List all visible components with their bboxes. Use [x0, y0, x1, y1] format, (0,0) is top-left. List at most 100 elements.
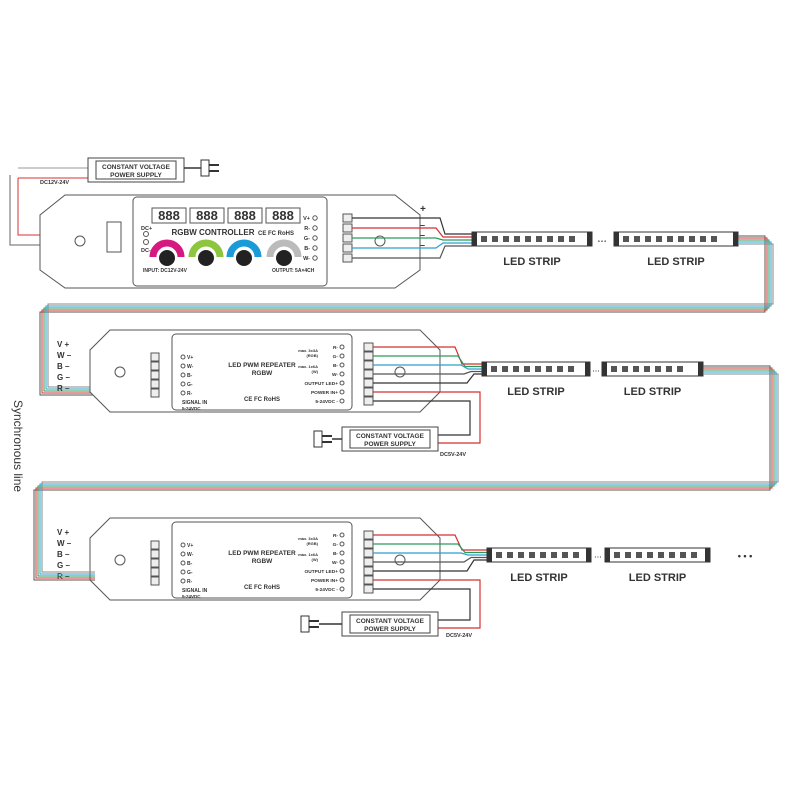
screw-terminal: [342, 233, 353, 243]
screw-terminal: [150, 540, 160, 550]
wire-label: G –: [57, 561, 70, 570]
power-supply-box: [341, 611, 439, 637]
led-chip: [551, 552, 557, 558]
mount-hole: [114, 366, 126, 378]
led-chip: [669, 552, 675, 558]
controller-title: RGBW CONTROLLER: [171, 228, 254, 237]
screw-terminal: [363, 396, 374, 406]
terminal: [180, 372, 186, 378]
input-terminal-label: W-: [187, 364, 194, 370]
plus-sign: +: [420, 204, 426, 215]
led-chip: [691, 552, 697, 558]
screw-terminal: [342, 253, 353, 263]
rating-label: max. 1x6A: [298, 364, 318, 369]
led-chip: [677, 366, 683, 372]
led-strip: [613, 231, 739, 247]
rating-label: max. 1x6A: [298, 552, 318, 557]
led-display: [189, 207, 225, 224]
input-terminal-label: B-: [187, 373, 193, 379]
led-chip: [529, 552, 535, 558]
led-chip: [481, 236, 487, 242]
led-chip: [557, 366, 563, 372]
led-chip: [525, 236, 531, 242]
certifications: CE FC RoHS: [244, 397, 280, 403]
plug-icon: [200, 159, 210, 177]
power-supply-label: POWER SUPPLY: [364, 441, 416, 448]
wire: [41, 237, 768, 394]
output-terminal-label: OUTPUT LED+: [305, 381, 339, 387]
terminal: [339, 389, 345, 395]
wire: [373, 534, 487, 551]
signal-voltage-label: 5-24VDC: [182, 594, 201, 599]
repeater-title: RGBW: [252, 370, 273, 377]
input-label: INPUT: DC12V-24V: [143, 268, 188, 274]
output-terminal-label: R-: [304, 226, 310, 232]
knob: [159, 250, 175, 266]
mount-hole: [114, 554, 126, 566]
terminal: [180, 578, 186, 584]
led-chip: [546, 366, 552, 372]
continuation-dots: • • •: [595, 554, 602, 559]
terminal: [339, 380, 345, 386]
output-terminal-label: 5-24VDC -: [315, 587, 338, 593]
repeater-title: LED PWM REPEATER: [228, 550, 296, 557]
continuation-dots: • • •: [593, 368, 600, 373]
led-chip: [568, 366, 574, 372]
terminal: [339, 559, 345, 565]
rating-label: (W): [312, 369, 319, 374]
led-chip: [535, 366, 541, 372]
terminal: [312, 225, 318, 231]
wire: [373, 543, 487, 554]
display-digits: 888: [196, 208, 218, 223]
led-chip: [623, 236, 629, 242]
wire: [373, 370, 482, 375]
led-strip-end: [698, 362, 703, 376]
power-supply-box: [87, 157, 185, 183]
knob: [198, 250, 214, 266]
terminal: [312, 235, 318, 241]
screw-terminal: [150, 361, 160, 371]
led-strip-label: LED STRIP: [503, 256, 560, 268]
led-chip: [680, 552, 686, 558]
led-chip: [633, 366, 639, 372]
led-chip: [658, 552, 664, 558]
led-display: [265, 207, 301, 224]
led-chip: [503, 236, 509, 242]
wire: [373, 391, 481, 444]
display-digits: 888: [272, 208, 294, 223]
led-strip-end: [605, 548, 610, 562]
wire: [352, 242, 472, 249]
led-strip-label: LED STRIP: [647, 256, 704, 268]
led-chip: [524, 366, 530, 372]
led-chip: [666, 366, 672, 372]
repeater-title: LED PWM REPEATER: [228, 362, 296, 369]
certifications: CE FC RoHS: [244, 585, 280, 591]
screw-terminal: [363, 548, 374, 558]
led-chip: [678, 236, 684, 242]
wire: [373, 355, 482, 368]
led-strip-end: [472, 232, 477, 246]
led-chip: [667, 236, 673, 242]
output-terminal-label: B-: [304, 246, 310, 252]
certifications: CE FC RoHS: [258, 231, 294, 237]
plug-icon: [313, 430, 323, 448]
led-chip: [634, 236, 640, 242]
wire: [37, 369, 775, 577]
input-terminal-label: W-: [187, 552, 194, 558]
minus-sign: –: [420, 220, 425, 230]
input-terminal-label: B-: [187, 561, 193, 567]
output-terminal-label: B-: [333, 551, 338, 557]
supply-voltage-label: DC5V-24V: [446, 633, 472, 639]
terminal: [312, 255, 318, 261]
screw-terminal: [363, 530, 374, 540]
screw-terminal: [150, 370, 160, 380]
led-chip: [492, 236, 498, 242]
output-terminal-label: W-: [332, 372, 338, 378]
wire: [39, 371, 777, 575]
power-supply-label-frame: [349, 429, 431, 449]
screw-terminal: [150, 549, 160, 559]
wire-label: B –: [57, 550, 70, 559]
terminal: [143, 231, 149, 237]
terminal: [339, 344, 345, 350]
